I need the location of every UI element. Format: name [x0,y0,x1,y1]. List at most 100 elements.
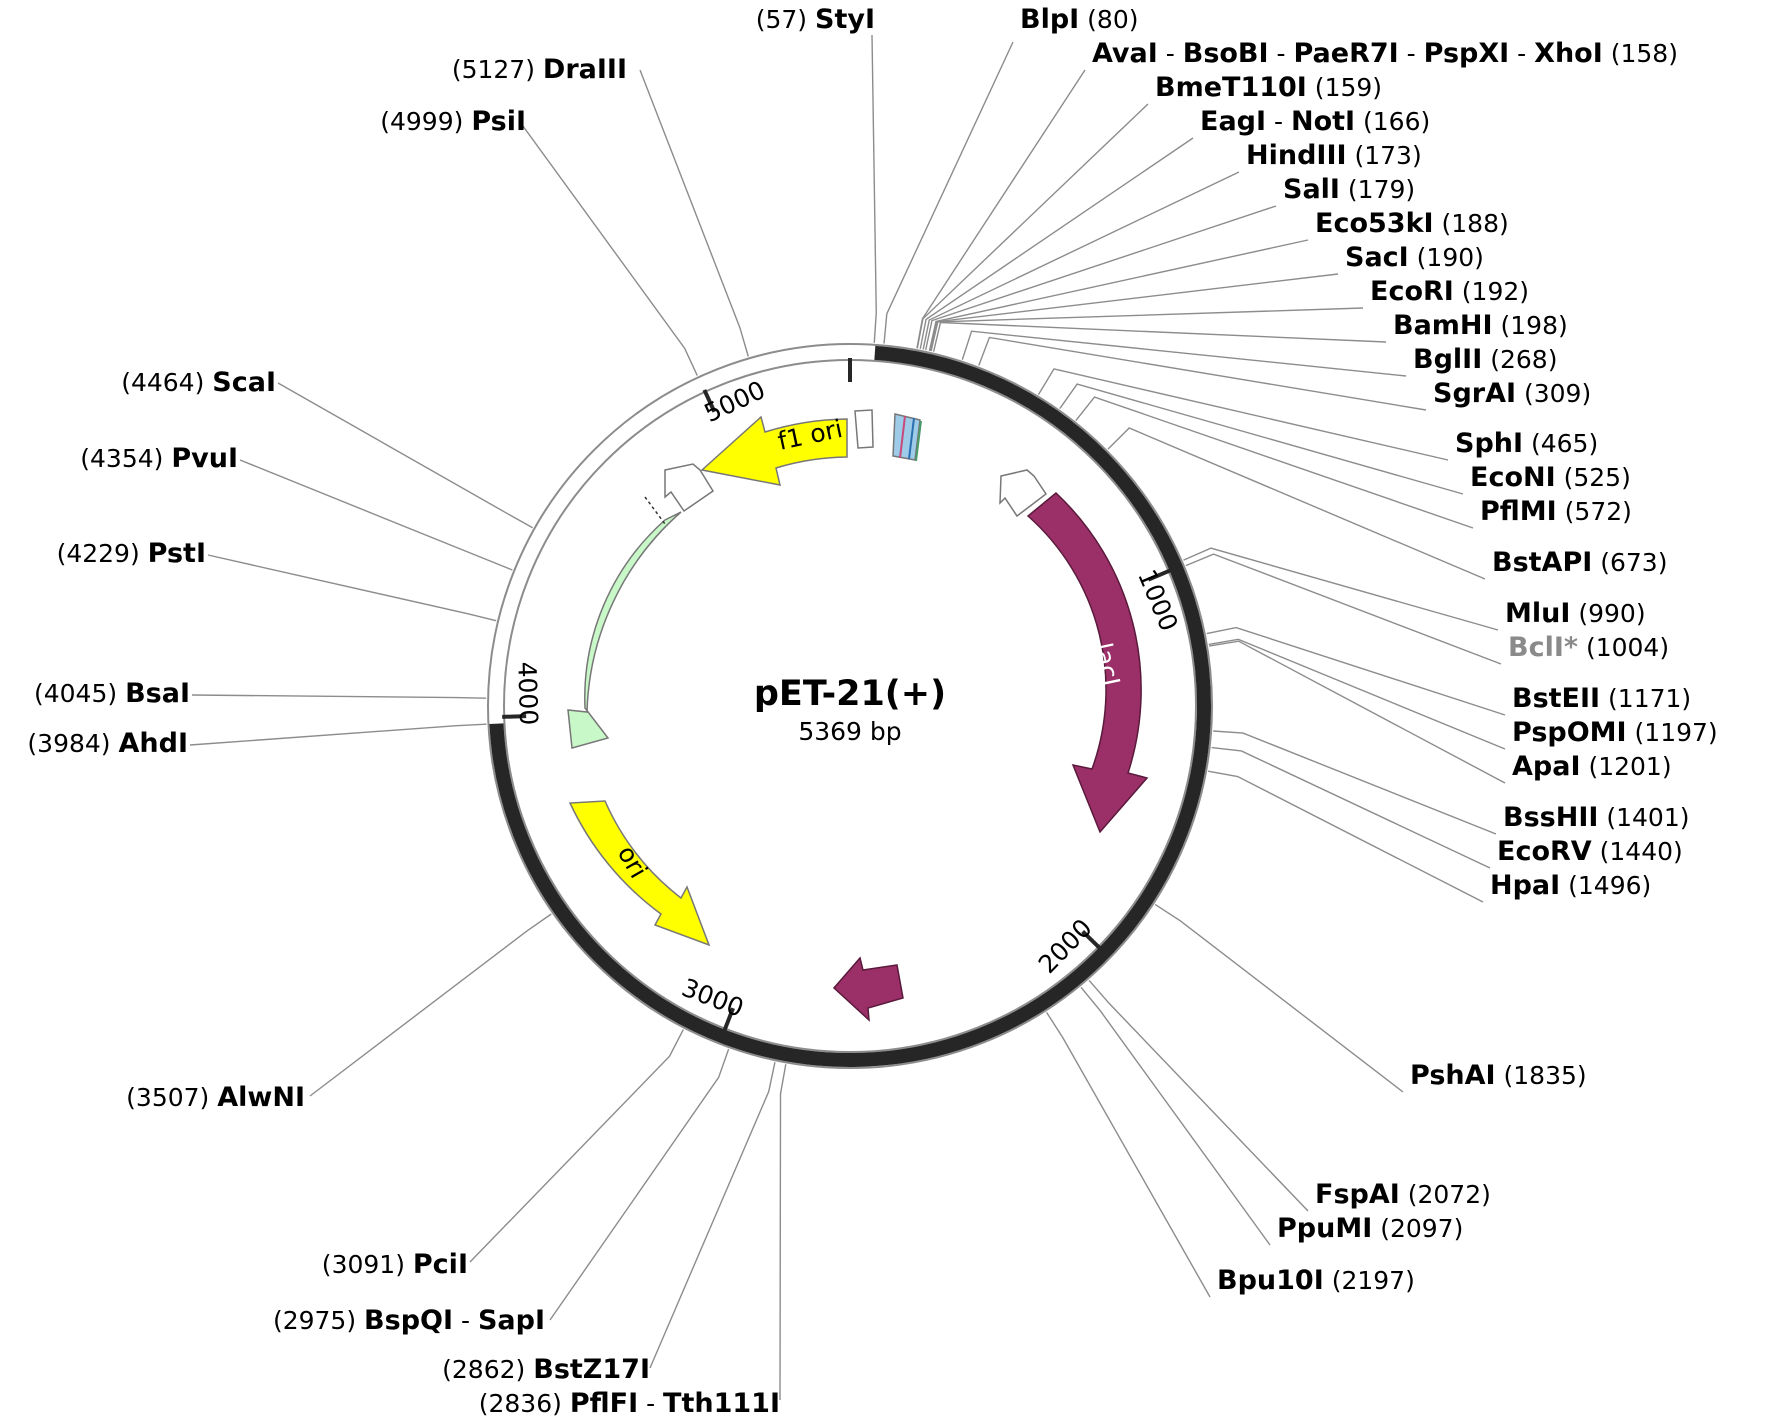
site-name: EcoRV [1497,836,1592,867]
paren: ( [34,679,44,708]
paren: ( [1600,684,1618,713]
paren: ( [1372,1214,1390,1243]
site-position: 192 [1472,277,1520,306]
tick-mark [1147,568,1172,582]
site-position: 3507 [136,1083,200,1112]
site-name: PspXI [1424,38,1510,69]
site-position: 188 [1451,209,1499,238]
restriction-site-label: (57) StyI [756,4,875,35]
paren: ) [1642,871,1652,900]
leader-line [277,382,533,529]
site-name: BssHII [1503,802,1598,833]
site-position: 57 [765,5,797,34]
paren: ) [1658,548,1668,577]
restriction-site-label: AvaI - BsoBI - PaeR7I - PspXI - XhoI (15… [1092,38,1678,69]
site-position: 4229 [66,539,130,568]
site-name: SacI [1345,242,1409,273]
restriction-site-label: (2836) PflFI - Tth111I [479,1388,780,1418]
leader-line [928,239,1309,351]
leader-line [916,103,1149,349]
site-name: EagI [1200,106,1266,137]
leader-line [1088,979,1309,1212]
restriction-site-label: HindIII (173) [1246,140,1422,171]
leader-line [549,1048,730,1321]
leader-line [189,723,487,746]
plasmid-name: pET-21(+) [754,674,946,714]
leader-line [925,205,1277,351]
restriction-site-label: Bpu10I (2197) [1217,1265,1415,1296]
site-position: 990 [1588,599,1636,628]
paren: ( [1324,1266,1342,1295]
restriction-site-label: (4229) PstI [57,538,206,569]
site-position: 173 [1364,141,1412,170]
restriction-site-label: (3984) AhdI [27,728,188,759]
site-name: AvaI [1092,38,1158,69]
paren: ( [1307,73,1325,102]
paren: ) [1421,107,1431,136]
paren: ( [1079,5,1097,34]
restriction-site-label: PflMI (572) [1480,496,1632,527]
f1-ori-arrow [700,415,848,486]
site-position: 159 [1325,73,1373,102]
restriction-site-label: (4999) PsiI [380,106,526,137]
site-name: Eco53kI [1315,208,1434,239]
site-name: Tth111I [663,1388,780,1418]
ampr-arrow [567,511,682,749]
site-name: PciI [413,1249,468,1280]
leader-line [309,913,552,1097]
paren: ) [454,107,472,136]
paren: ) [516,1355,534,1384]
paren: ( [1523,429,1541,458]
site-name: PflMI [1480,496,1557,527]
site-name: BspQI [364,1305,453,1336]
paren: ( [1578,633,1596,662]
paren: ( [1516,379,1534,408]
paren: ) [1129,5,1139,34]
site-position: 465 [1541,429,1589,458]
leader-line [883,41,1014,344]
tick-label: 4000 [512,661,543,726]
paren: ( [479,1389,489,1418]
leader-line [1207,770,1484,903]
restriction-site-label: BmeT110I (159) [1155,72,1382,103]
t7-promoter-box [854,409,874,449]
paren: ) [1558,311,1568,340]
laci-arrow [1026,492,1149,834]
paren: ( [273,1306,283,1335]
leader-line [191,694,487,699]
paren: ( [1581,752,1599,781]
restriction-site-label: BstEII (1171) [1512,683,1691,714]
site-position: 4999 [390,107,454,136]
leader-line [1208,640,1506,784]
restriction-site-label: FspAI (2072) [1315,1179,1491,1210]
site-position: 2097 [1390,1214,1454,1243]
restriction-site-label: BglII (268) [1413,344,1557,375]
backbone-arc [489,345,1211,1067]
paren: ) [1412,141,1422,170]
plasmid-size: 5369 bp [798,717,901,746]
paren: ( [1627,718,1645,747]
leader-line [1080,986,1271,1246]
paren: ( [1560,871,1578,900]
site-name: HpaI [1490,870,1560,901]
site-position: 1171 [1618,684,1682,713]
paren: ( [1340,175,1358,204]
site-position: 179 [1358,175,1406,204]
site-name: BsaI [125,678,190,709]
site-separator: - [1509,39,1534,68]
paren: ) [1621,463,1631,492]
paren: ( [322,1250,332,1279]
paren: ) [1577,1061,1587,1090]
restriction-site-label: Eco53kI (188) [1315,208,1509,239]
leader-line [930,307,1364,352]
site-name: BstEII [1512,683,1600,714]
site-name: BstZ17I [533,1354,650,1385]
restriction-site-label: (5127) DraIII [452,54,627,85]
site-position: 1201 [1598,752,1662,781]
paren: ( [452,55,462,84]
leader-line [1183,547,1499,631]
paren: ( [1355,107,1373,136]
leader-line [1037,368,1449,461]
leader-line [871,34,877,343]
